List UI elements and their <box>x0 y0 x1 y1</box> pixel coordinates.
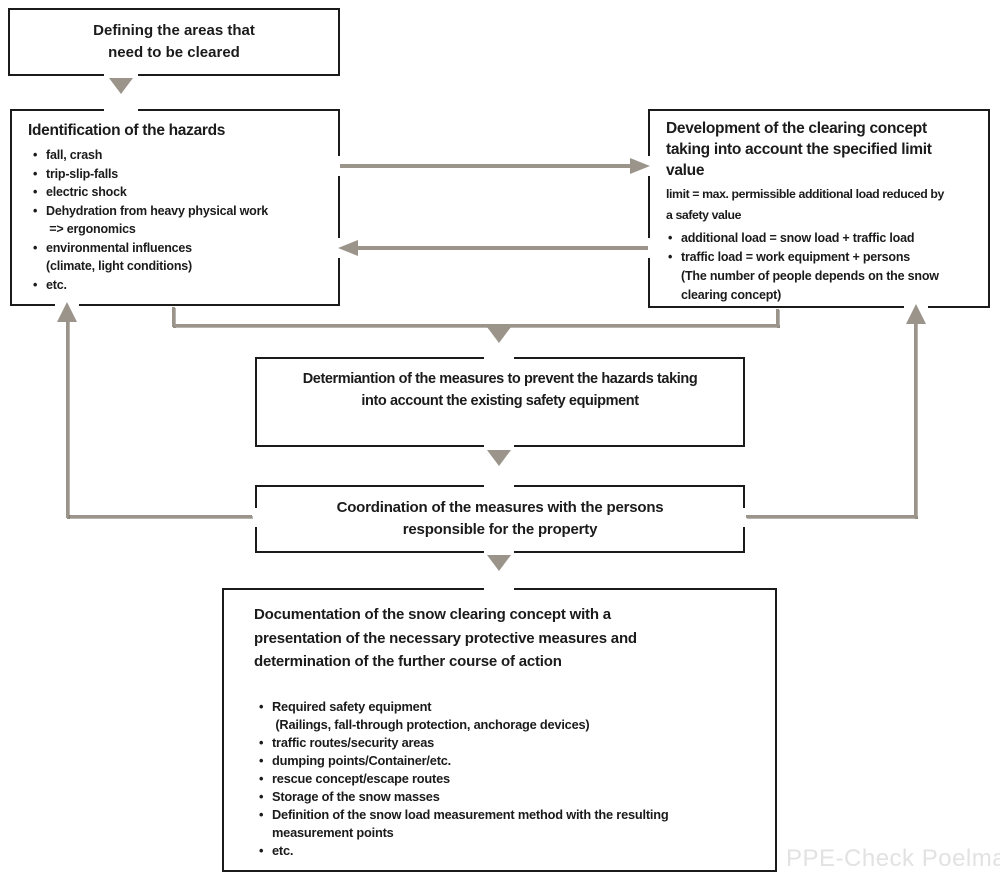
border-gap <box>484 586 514 593</box>
feedback-right-horizontal <box>746 515 917 518</box>
connector-hazards-down <box>172 307 175 327</box>
bullet-item: Dehydration from heavy physical work => … <box>31 202 330 239</box>
border-gap <box>484 355 514 362</box>
arrow-coordination-to-documentation-icon <box>487 555 511 571</box>
bullet-item: rescue concept/escape routes <box>257 770 757 788</box>
bullet-item: etc. <box>257 842 757 860</box>
measures-text: Determiantion of the measures to prevent… <box>302 371 698 409</box>
documentation-title: Documentation of the snow clearing conce… <box>254 606 637 670</box>
bullet-item: traffic routes/security areas <box>257 734 757 752</box>
feedback-right-vertical <box>914 320 917 518</box>
border-gap <box>646 238 653 258</box>
arrow-define-to-hazards-icon <box>109 78 133 94</box>
arrow-concept-to-hazards-head-icon <box>338 240 358 256</box>
connector-merge-horizontal <box>172 324 779 327</box>
border-gap <box>104 107 138 114</box>
border-gap <box>484 549 514 556</box>
hazards-list: fall, crash trip-slip-falls electric sho… <box>31 146 330 294</box>
clearing-concept-title: Development of the clearing concept taki… <box>666 120 932 179</box>
arrow-merge-to-measures-icon <box>487 327 511 343</box>
feedback-left-vertical <box>66 318 69 518</box>
bullet-item: etc. <box>31 276 330 295</box>
bullet-item: additional load = snow load + traffic lo… <box>666 229 982 248</box>
bullet-item: environmental influences (climate, light… <box>31 239 330 276</box>
coordination-text: Coordination of the measures with the pe… <box>336 499 664 538</box>
box-clearing-concept: Development of the clearing concept taki… <box>648 109 990 308</box>
bullet-item: Required safety equipment (Railings, fal… <box>257 698 757 734</box>
bullet-item: Storage of the snow masses <box>257 788 757 806</box>
hazards-title: Identification of the hazards <box>28 122 226 139</box>
border-gap <box>253 508 260 527</box>
clearing-concept-list: additional load = snow load + traffic lo… <box>666 229 982 305</box>
connector-concept-down <box>776 309 779 327</box>
arrow-measures-to-coordination-icon <box>487 450 511 466</box>
box-coordination: Coordination of the measures with the pe… <box>255 485 745 553</box>
bullet-item: dumping points/Container/etc. <box>257 752 757 770</box>
define-areas-text: Defining the areas that need to be clear… <box>93 22 255 61</box>
feedback-left-horizontal <box>66 515 252 518</box>
documentation-list: Required safety equipment (Railings, fal… <box>257 698 757 860</box>
border-gap <box>104 72 138 79</box>
arrow-feedback-to-concept-icon <box>906 304 926 324</box>
border-gap <box>336 156 343 176</box>
arrow-feedback-to-hazards-icon <box>57 302 77 322</box>
bullet-item: electric shock <box>31 183 330 202</box>
arrow-hazards-to-concept-shaft <box>340 164 632 168</box>
arrow-concept-to-hazards-shaft <box>358 246 648 250</box>
border-gap <box>484 443 514 450</box>
arrow-hazards-to-concept-head-icon <box>630 158 650 174</box>
box-measures: Determiantion of the measures to prevent… <box>255 357 745 447</box>
box-hazards: Identification of the hazards fall, cras… <box>10 109 340 306</box>
watermark: PPE-Check Poelmann <box>786 845 1000 872</box>
border-gap <box>484 483 514 490</box>
bullet-item: Definition of the snow load measurement … <box>257 806 757 842</box>
bullet-item: traffic load = work equipment + persons … <box>666 248 982 305</box>
clearing-concept-limit-note: limit = max. permissible additional load… <box>666 187 944 222</box>
box-define-areas: Defining the areas that need to be clear… <box>8 8 340 76</box>
box-documentation: Documentation of the snow clearing conce… <box>222 588 777 872</box>
bullet-item: fall, crash <box>31 146 330 165</box>
bullet-item: trip-slip-falls <box>31 165 330 184</box>
